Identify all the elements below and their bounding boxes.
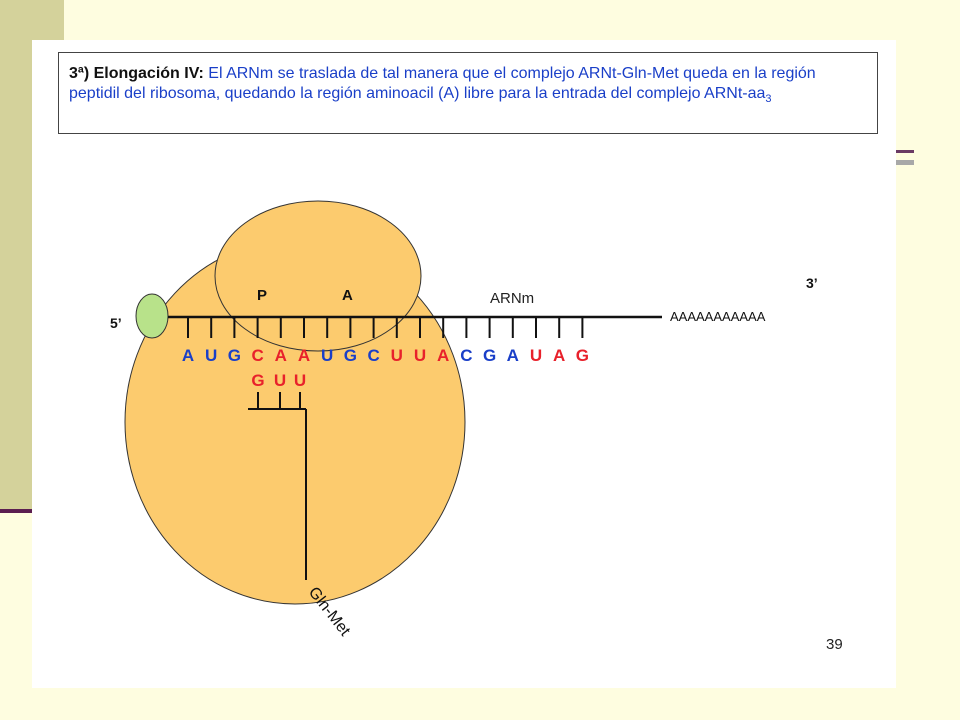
nucleotide-letter: A xyxy=(298,346,310,365)
anticodon-letter: G xyxy=(251,371,264,390)
nucleotide-letter: G xyxy=(228,346,241,365)
nucleotide-letter: U xyxy=(530,346,542,365)
nucleotide-letter: C xyxy=(251,346,263,365)
nucleotide-letter: U xyxy=(321,346,333,365)
slide-accent-line-right xyxy=(896,150,914,153)
anticodon-letter: U xyxy=(294,371,306,390)
caption-step: 3ª) Elongación IV: xyxy=(69,65,204,82)
three-prime-label: 3’ xyxy=(806,275,818,291)
five-prime-cap xyxy=(135,293,169,339)
slide-content-panel: 3ª) Elongación IV: El ARNm se traslada d… xyxy=(32,40,896,688)
anticodon-letter: U xyxy=(274,371,286,390)
nucleotide-letter: A xyxy=(437,346,449,365)
ribosome-small-subunit xyxy=(214,200,422,352)
nucleotide-letter: U xyxy=(391,346,403,365)
nucleotide-letter: G xyxy=(483,346,496,365)
nucleotide-letter: A xyxy=(553,346,565,365)
nucleotide-letter: U xyxy=(205,346,217,365)
caption-box: 3ª) Elongación IV: El ARNm se traslada d… xyxy=(58,52,878,134)
nucleotide-letter: G xyxy=(344,346,357,365)
nucleotide-letter: G xyxy=(576,346,589,365)
caption-text: El ARNm se traslada de tal manera que el… xyxy=(69,65,816,102)
codon-ticks xyxy=(187,317,584,338)
poly-a-tail: AAAAAAAAAAA xyxy=(670,309,766,324)
trna-structure xyxy=(248,392,307,580)
site-a-label: A xyxy=(342,287,353,304)
mrna-label: ARNm xyxy=(490,290,534,307)
nucleotide-letter: A xyxy=(182,346,194,365)
nucleotide-letter: U xyxy=(414,346,426,365)
caption-subscript: 3 xyxy=(765,93,772,106)
slide-accent-line-right-gray xyxy=(896,160,914,165)
page-number: 39 xyxy=(826,636,843,653)
nucleotide-letter: C xyxy=(460,346,472,365)
slide-accent-line-left xyxy=(0,509,40,513)
nucleotide-letter: C xyxy=(367,346,379,365)
five-prime-label: 5’ xyxy=(110,315,122,331)
site-p-label: P xyxy=(257,287,267,304)
nucleotide-letter: A xyxy=(507,346,519,365)
nucleotide-letter: A xyxy=(275,346,287,365)
